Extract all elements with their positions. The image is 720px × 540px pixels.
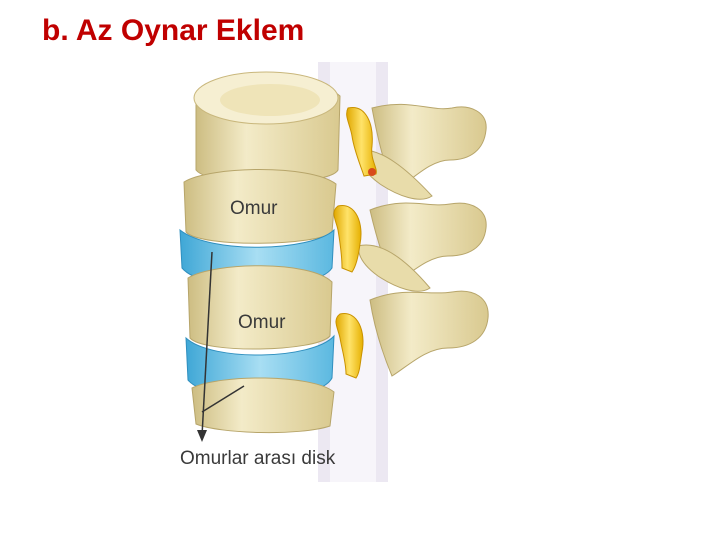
vertebra-top	[194, 72, 340, 183]
label-intervertebral-disc: Omurlar arası disk	[180, 448, 335, 470]
label-upper-vertebra: Omur	[230, 198, 278, 220]
spinous-process-lower	[370, 291, 488, 376]
label-lower-vertebra: Omur	[238, 312, 286, 334]
